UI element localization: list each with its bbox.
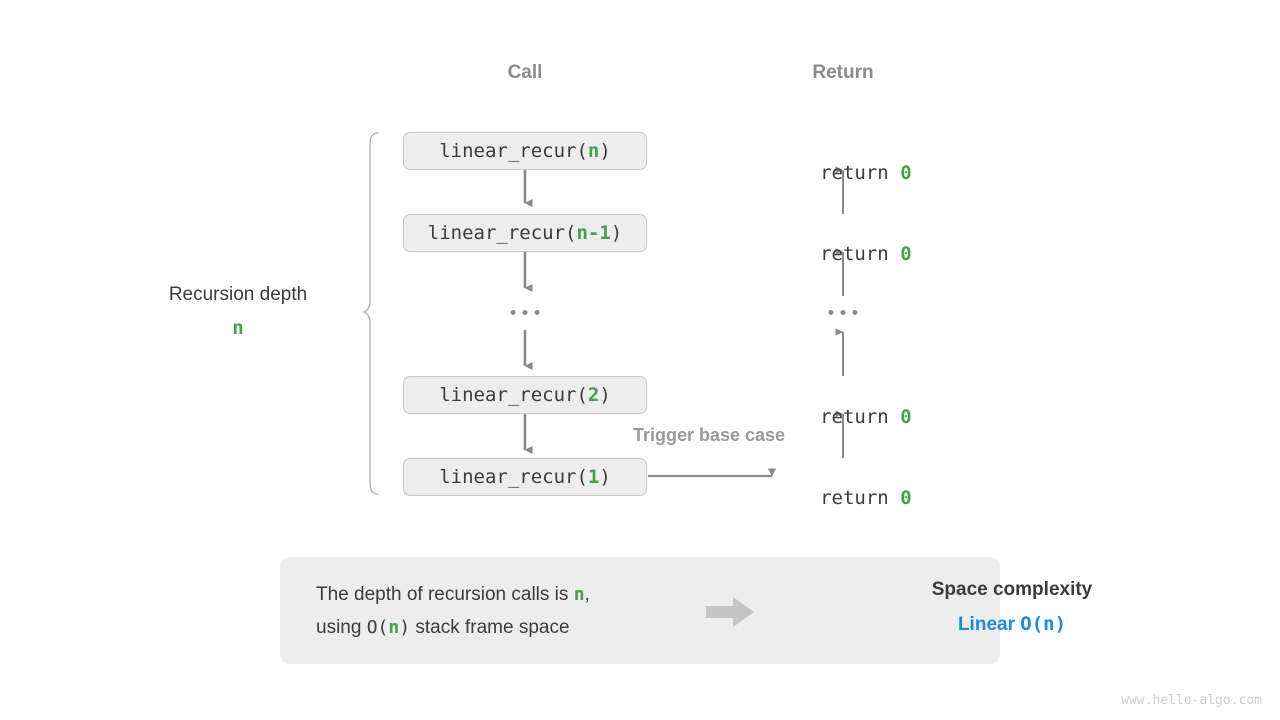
call-frame-box[interactable]: linear_recur(n-1) [403, 214, 647, 252]
complexity-notation: O(n) [1020, 613, 1067, 635]
summary-line2-text-b: stack frame space [410, 617, 570, 638]
summary-line2-text-a: using [316, 617, 367, 638]
recursion-depth-value: n [232, 317, 244, 339]
call-frame-prefix: linear_recur( [439, 384, 588, 406]
space-complexity-title: Space complexity [931, 579, 1093, 600]
column-header-return: Return [812, 62, 874, 83]
call-frame-suffix: ) [599, 140, 611, 162]
summary-line-2: using O(n) stack frame space [316, 611, 590, 644]
return-statement: return 0 [774, 140, 912, 206]
return-keyword: return [820, 243, 901, 265]
trigger-base-case-label: Trigger base case [632, 425, 786, 445]
return-value: 0 [900, 406, 912, 428]
call-frame-box[interactable]: linear_recur(2) [403, 376, 647, 414]
recursion-depth-brace [361, 132, 379, 495]
call-frame-prefix: linear_recur( [439, 466, 588, 488]
call-frame-arg: n [587, 140, 600, 162]
recursion-depth-label: Recursion depth n [169, 284, 307, 339]
call-frame-arg: n-1 [576, 222, 611, 244]
summary-line2-bigo-open: O( [366, 617, 389, 638]
summary-line1-n: n [573, 584, 585, 605]
call-frame-prefix: linear_recur( [427, 222, 577, 244]
call-frame-suffix: ) [599, 466, 611, 488]
return-statement: return 0 [774, 465, 912, 531]
return-value: 0 [900, 162, 912, 184]
summary-line-1: The depth of recursion calls is n, [316, 578, 590, 611]
summary-line1-text-a: The depth of recursion calls is [316, 584, 574, 605]
call-frame-box[interactable]: linear_recur(1) [403, 458, 647, 496]
summary-result: Space complexity Linear O(n) [867, 579, 1157, 636]
call-frame-suffix: ) [610, 222, 623, 244]
space-complexity-value: Linear O(n) [867, 613, 1157, 636]
summary-line2-n: n [388, 617, 400, 638]
return-value: 0 [900, 243, 912, 265]
summary-description: The depth of recursion calls is n, using… [316, 578, 590, 644]
summary-line1-text-b: , [584, 584, 590, 605]
return-keyword: return [820, 406, 901, 428]
column-header-call: Call [507, 62, 543, 83]
recursion-depth-title: Recursion depth [168, 284, 308, 305]
watermark: www.hello-algo.com [1121, 693, 1262, 708]
return-value: 0 [900, 487, 912, 509]
summary-panel: The depth of recursion calls is n, using… [280, 557, 1092, 664]
call-frame-box[interactable]: linear_recur(n) [403, 132, 647, 170]
summary-line2-bigo-close: ) [399, 617, 411, 638]
return-ellipsis-icon [828, 310, 858, 315]
call-frame-suffix: ) [599, 384, 611, 406]
complexity-kind: Linear [957, 614, 1015, 635]
return-statement: return 0 [774, 384, 912, 450]
return-keyword: return [820, 162, 901, 184]
call-frame-arg: 2 [587, 384, 600, 406]
call-ellipsis-icon [510, 310, 540, 315]
call-frame-arg: 1 [587, 466, 600, 488]
call-frame-prefix: linear_recur( [439, 140, 588, 162]
return-statement: return 0 [774, 221, 912, 287]
return-keyword: return [820, 487, 901, 509]
implies-arrow-icon [706, 597, 754, 627]
